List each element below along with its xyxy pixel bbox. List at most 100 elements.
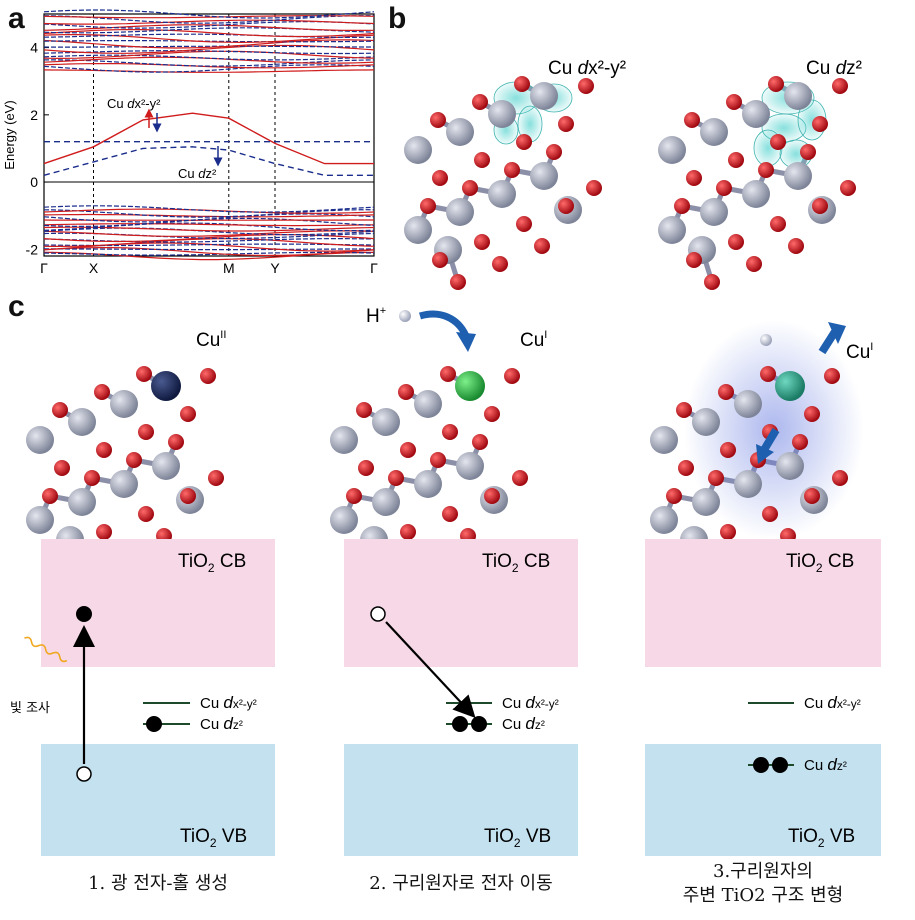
band-line (44, 248, 375, 251)
ti-atom (404, 136, 432, 164)
o-atom (726, 94, 742, 110)
ti-atom (26, 506, 54, 534)
o-atom (180, 488, 196, 504)
ti-atom (692, 488, 720, 516)
ti-atom (700, 198, 728, 226)
k-point-label: Γ (370, 260, 378, 276)
structure-b-dz2 (658, 76, 856, 290)
y-axis-label: Energy (eV) (2, 100, 17, 169)
o-atom (578, 78, 594, 94)
o-atom (138, 506, 154, 522)
o-atom (400, 442, 416, 458)
hole-cb-2 (370, 606, 386, 622)
label-dx2: Cu dx²-y² (107, 96, 161, 111)
o-atom (720, 524, 736, 540)
transfer-arrow (385, 621, 476, 719)
o-atom (804, 488, 820, 504)
o-atom (716, 180, 732, 196)
band-line (43, 33, 375, 38)
o-atom (666, 488, 682, 504)
o-atom (762, 506, 778, 522)
distortion-arrowhead-down (756, 444, 774, 464)
o-atom (450, 274, 466, 290)
o-atom (534, 238, 550, 254)
o-atom (812, 116, 828, 132)
o-atom (804, 406, 820, 422)
ti-atom (110, 470, 138, 498)
ti-atom (372, 408, 400, 436)
level-dx2-label-1: Cu dx²-y² (200, 693, 257, 712)
band-line (43, 69, 375, 73)
o-atom (442, 506, 458, 522)
o-atom (398, 384, 414, 400)
band-line (43, 226, 375, 232)
o-atom (492, 256, 508, 272)
o-atom (768, 76, 784, 92)
band-line (43, 39, 375, 49)
o-atom (770, 216, 786, 232)
ti-atom (488, 180, 516, 208)
k-point-label: Γ (40, 260, 48, 276)
k-point-label: X (89, 260, 99, 276)
o-atom (728, 152, 744, 168)
o-atom (586, 180, 602, 196)
ti-atom (372, 488, 400, 516)
band-line (43, 230, 375, 237)
electron-dz2-3b (772, 757, 788, 773)
ti-atom (110, 390, 138, 418)
series-line (43, 146, 374, 176)
o-atom (420, 198, 436, 214)
o-atom (484, 406, 500, 422)
ti-atom (330, 426, 358, 454)
band-line (43, 9, 375, 19)
o-atom (388, 470, 404, 486)
o-atom (720, 442, 736, 458)
o-atom (200, 368, 216, 384)
o-atom (356, 402, 372, 418)
o-atom (686, 170, 702, 186)
level-dz2-label-1: Cu dz² (200, 714, 243, 733)
o-atom (472, 94, 488, 110)
cb-label-3: TiO2 CB (786, 551, 854, 575)
ti-atom (488, 100, 516, 128)
band-line (43, 54, 375, 61)
band-line (43, 251, 375, 256)
o-atom (126, 452, 142, 468)
level-dz2-label-2: Cu dz² (502, 714, 545, 733)
level-dz2-label-3: Cu dz² (804, 755, 847, 774)
o-atom (96, 524, 112, 540)
o-atom (760, 366, 776, 382)
o-atom (358, 460, 374, 476)
o-atom (96, 442, 112, 458)
band-line (43, 243, 375, 247)
band-line (43, 29, 375, 38)
o-atom (676, 402, 692, 418)
o-atom (684, 112, 700, 128)
band-line (43, 213, 375, 218)
ti-atom (700, 118, 728, 146)
o-atom (168, 434, 184, 450)
ti-atom (26, 426, 54, 454)
electron-dz2-3a (753, 757, 769, 773)
o-atom (180, 406, 196, 422)
ti-atom (152, 452, 180, 480)
band-line (43, 34, 375, 44)
level-dx2-label-3: Cu dx²-y² (804, 693, 861, 712)
o-atom (758, 162, 774, 178)
o-atom (824, 368, 840, 384)
cb-band-2 (344, 539, 578, 667)
proton-label: H+ (366, 305, 386, 327)
o-atom (400, 524, 416, 540)
band-line (43, 223, 375, 227)
ti-atom (414, 470, 442, 498)
distortion-arrowhead-up (828, 322, 846, 344)
o-atom (52, 402, 68, 418)
ti-atom (414, 390, 442, 418)
o-atom (84, 470, 100, 486)
o-atom (474, 152, 490, 168)
band-line (43, 209, 375, 218)
cu-atom (775, 371, 805, 401)
ti-atom (404, 216, 432, 244)
o-atom (430, 112, 446, 128)
